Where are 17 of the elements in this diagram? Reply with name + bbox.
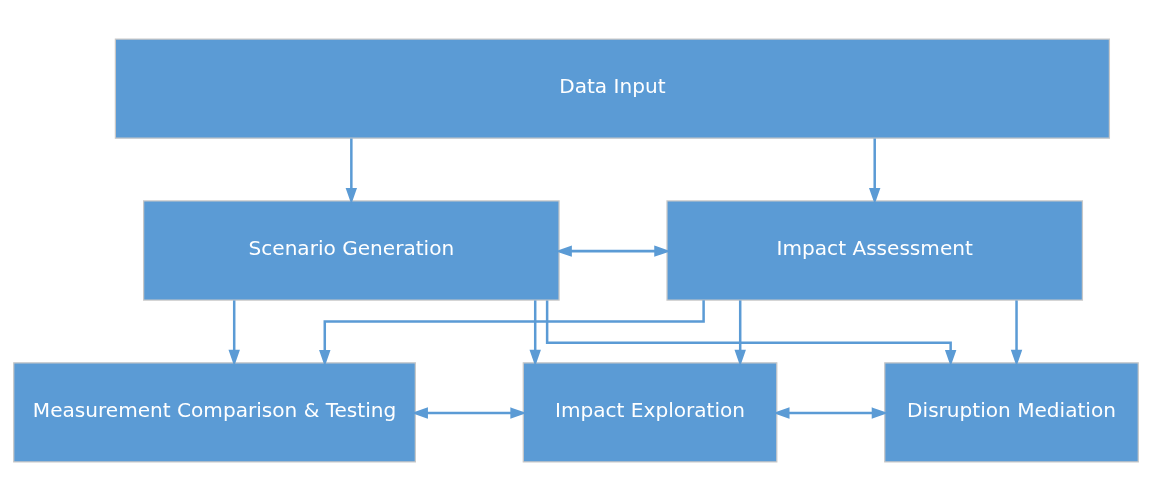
node-box: Impact Assessment (666, 200, 1084, 301)
arrow (773, 407, 889, 419)
arrow (345, 138, 358, 205)
arrow (1010, 300, 1023, 367)
arrow (555, 245, 671, 257)
arrow (319, 300, 705, 367)
arrow (411, 407, 527, 419)
node-box: Scenario Generation (143, 200, 560, 301)
node-box: Impact Exploration (522, 362, 778, 463)
arrow (228, 300, 240, 367)
arrow (545, 300, 957, 367)
arrow (529, 300, 541, 367)
arrow (869, 138, 881, 205)
node-box: Data Input (114, 38, 1111, 139)
arrow (734, 300, 746, 367)
node-box: Measurement Comparison & Testing (13, 362, 416, 463)
node-box: Disruption Mediation (884, 362, 1139, 463)
